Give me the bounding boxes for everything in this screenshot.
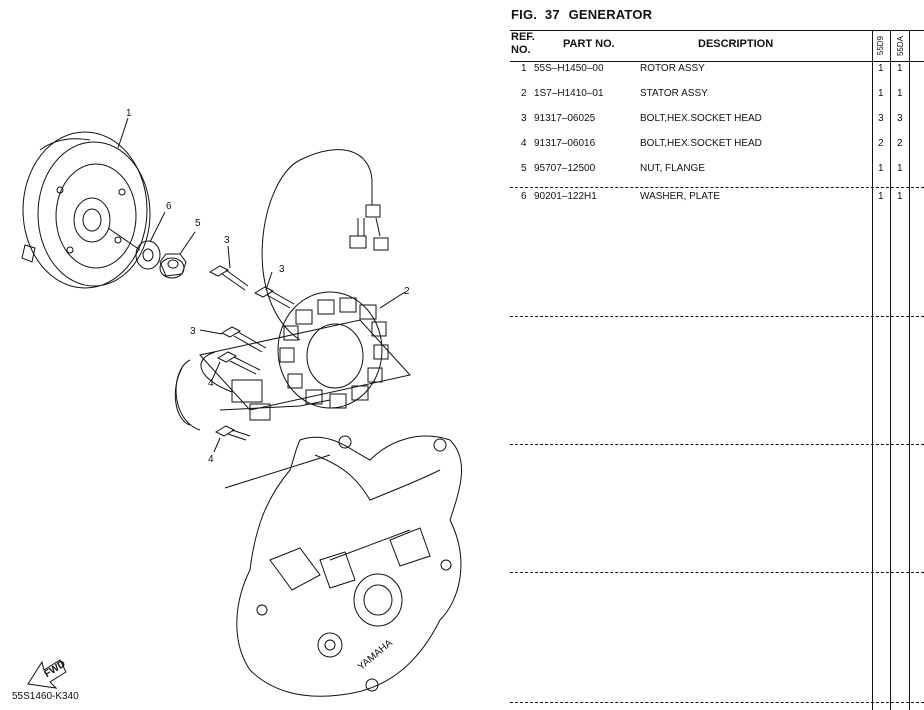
table-row: 1 55S–H1450–00 ROTOR ASSY 1 1	[510, 63, 924, 77]
group-divider-5	[510, 702, 924, 703]
callout-washer: 6	[166, 201, 172, 212]
qty-a-cell: 3	[878, 113, 884, 124]
parts-list: FIG. 37 GENERATOR REF. NO. PART NO. DESC…	[510, 0, 924, 710]
figure-number: 37	[544, 7, 560, 22]
callout-stator: 2	[404, 286, 410, 297]
ref-cell: 3	[521, 113, 527, 124]
figure-label: FIG.	[511, 7, 538, 22]
ref-cell: 5	[521, 163, 527, 174]
group-divider-4	[510, 572, 924, 573]
qty-b-cell: 1	[897, 88, 903, 99]
header-ref: REF. NO.	[511, 31, 535, 56]
callout-nut: 5	[195, 218, 201, 229]
table-top-rule	[510, 30, 924, 31]
description-cell: ROTOR ASSY	[640, 63, 705, 74]
callout-bolt-3a: 3	[224, 235, 230, 246]
header-rule	[510, 61, 924, 62]
bolt-3-drawings	[199, 245, 295, 353]
group-divider-3	[510, 444, 924, 445]
header-col-a: 55D9	[876, 36, 885, 56]
part-no-cell: 90201–122H1	[534, 191, 597, 202]
table-row: 6 90201–122H1 WASHER, PLATE 1 1	[510, 191, 924, 205]
part-no-cell: 1S7–H1410–01	[534, 88, 604, 99]
ref-cell: 1	[521, 63, 527, 74]
flange-nut-drawing	[159, 253, 187, 279]
qty-b-cell: 1	[897, 191, 903, 202]
callout-bolt-3b: 3	[279, 264, 285, 275]
washer-drawing	[135, 240, 161, 270]
ref-cell: 6	[521, 191, 527, 202]
group-divider-2	[510, 316, 924, 317]
group-divider-1	[510, 187, 924, 188]
part-no-cell: 55S–H1450–00	[534, 63, 604, 74]
qty-b-cell: 1	[897, 63, 903, 74]
rotor-assy-drawing	[21, 131, 151, 289]
qty-a-cell: 1	[878, 163, 884, 174]
fwd-arrow-icon	[27, 659, 67, 689]
description-cell: BOLT,HEX.SOCKET HEAD	[640, 138, 762, 149]
table-row: 2 1S7–H1410–01 STATOR ASSY 1 1	[510, 88, 924, 102]
qty-a-cell: 1	[878, 88, 884, 99]
col-rule-a	[872, 30, 873, 710]
brand-text: YAMAHA	[356, 638, 395, 673]
header-part-no: PART NO.	[563, 38, 615, 50]
figure-name: GENERATOR	[568, 7, 653, 22]
table-row: 3 91317–06025 BOLT,HEX.SOCKET HEAD 3 3	[510, 113, 924, 127]
stator-assy-drawing	[174, 149, 411, 431]
qty-a-cell: 1	[878, 63, 884, 74]
header-col-b: 55DA	[896, 36, 905, 57]
exploded-diagram: FWD YAMAHA 1 2 3 3 3 4 4 5 6	[21, 108, 463, 697]
figure-title: FIG. 37 GENERATOR	[511, 7, 652, 22]
header-description: DESCRIPTION	[698, 38, 774, 50]
description-cell: NUT, FLANGE	[640, 163, 706, 174]
qty-b-cell: 2	[897, 138, 903, 149]
table-row: 5 95707–12500 NUT, FLANGE 1 1	[510, 163, 924, 177]
description-cell: WASHER, PLATE	[640, 191, 721, 202]
callout-bolt-4b: 4	[208, 454, 214, 465]
callout-bolt-4a: 4	[208, 378, 214, 389]
col-rule-b	[890, 30, 891, 710]
callout-rotor: 1	[126, 108, 132, 119]
crankcase-cover-drawing	[224, 435, 463, 697]
table-row: 4 91317–06016 BOLT,HEX.SOCKET HEAD 2 2	[510, 138, 924, 152]
part-no-cell: 91317–06016	[534, 138, 596, 149]
description-cell: STATOR ASSY	[640, 88, 708, 99]
qty-b-cell: 3	[897, 113, 903, 124]
qty-b-cell: 1	[897, 163, 903, 174]
diagram-code: 55S1460-K340	[12, 691, 79, 702]
qty-a-cell: 1	[878, 191, 884, 202]
qty-a-cell: 2	[878, 138, 884, 149]
part-no-cell: 95707–12500	[534, 163, 596, 174]
part-no-cell: 91317–06025	[534, 113, 596, 124]
description-cell: BOLT,HEX.SOCKET HEAD	[640, 113, 762, 124]
ref-cell: 4	[521, 138, 527, 149]
col-rule-c	[909, 30, 910, 710]
callout-bolt-3c: 3	[190, 326, 196, 337]
ref-cell: 2	[521, 88, 527, 99]
bolt-4-drawings	[211, 351, 261, 453]
